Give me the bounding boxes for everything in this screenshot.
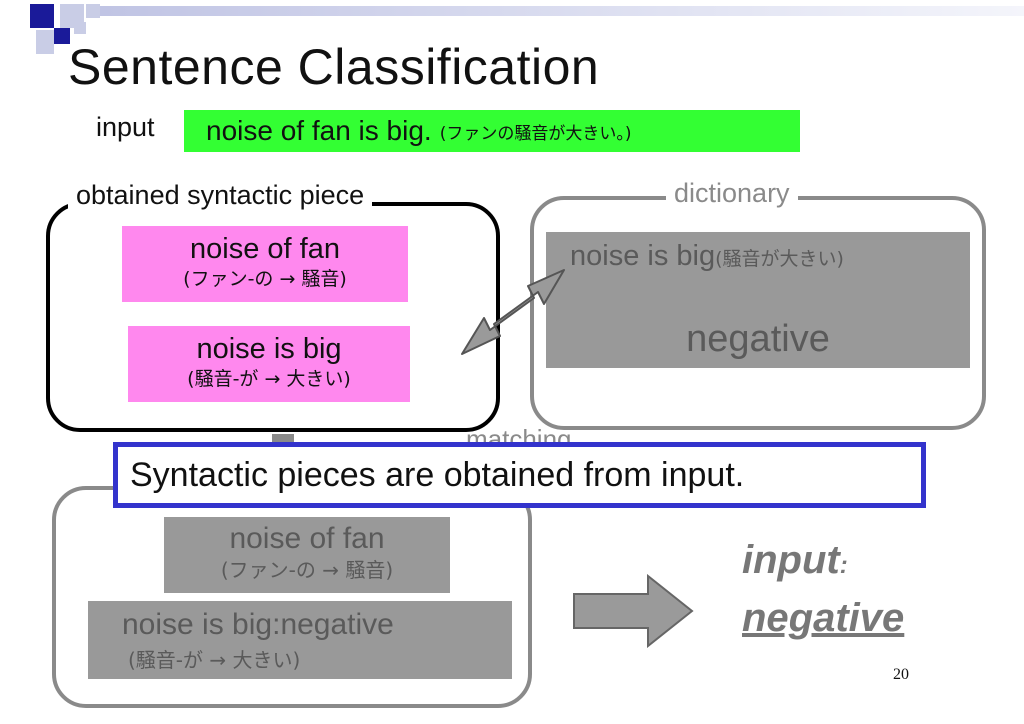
callout-box: Syntactic pieces are obtained from input… [113, 442, 926, 508]
dictionary-entry-jp: (騒音が大きい) [715, 248, 844, 270]
input-sentence-bar: noise of fan is big. (ファンの騒音が大きい。) [184, 110, 800, 152]
piece-en: noise is big [196, 333, 342, 365]
piece-jp: (ファン-の → 騒音) [220, 558, 394, 582]
piece-label: negative [280, 608, 394, 641]
dictionary-entry-label: negative [686, 318, 830, 360]
result-colon: : [839, 552, 848, 579]
obtained-pieces-title: obtained syntactic piece [68, 180, 373, 211]
piece-jp: (ファン-の → 騒音) [183, 268, 347, 290]
classification-result: input: negative [742, 534, 904, 644]
result-piece-noise-of-fan: noise of fan (ファン-の → 騒音) [164, 517, 450, 593]
piece-en: noise of fan [229, 522, 385, 555]
piece-en: noise of fan [190, 233, 340, 265]
piece-noise-is-big: noise is big (騒音-が → 大きい) [128, 326, 410, 402]
piece-jp: (騒音-が → 大きい) [128, 648, 301, 672]
input-translation: (ファンの騒音が大きい。) [439, 123, 632, 144]
result-line1: input [742, 538, 840, 582]
result-piece-noise-is-big: noise is big:negative (騒音-が → 大きい) [88, 601, 512, 679]
piece-en: noise is big [122, 608, 273, 641]
right-arrow-icon [573, 574, 694, 648]
double-arrow-icon [461, 269, 565, 355]
dictionary-entry-en: noise is big [570, 240, 716, 272]
piece-separator: : [272, 608, 281, 641]
piece-jp: (騒音-が → 大きい) [187, 368, 351, 390]
input-sentence: noise of fan is big. [206, 115, 432, 146]
dictionary-title: dictionary [666, 178, 798, 209]
page-number: 20 [893, 666, 909, 683]
slide-title: Sentence Classification [68, 39, 600, 95]
result-line2: negative [742, 596, 905, 640]
piece-noise-of-fan: noise of fan (ファン-の → 騒音) [122, 226, 408, 302]
input-label: input [96, 112, 155, 142]
dictionary-entry: noise is big(騒音が大きい) negative [546, 232, 970, 368]
